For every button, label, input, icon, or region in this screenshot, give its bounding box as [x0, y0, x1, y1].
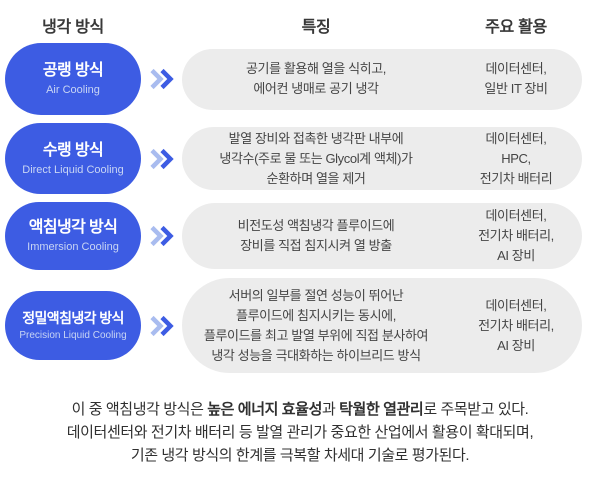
method-subtitle: Precision Liquid Cooling [19, 330, 127, 342]
method-pill-air-cooling: 공랭 방식 Air Cooling [5, 43, 141, 115]
method-pill-immersion-cooling: 액침냉각 방식 Immersion Cooling [5, 202, 141, 270]
summary-line-2: 데이터센터와 전기차 배터리 등 발열 관리가 중요한 산업에서 활용이 확대되… [66, 424, 534, 441]
method-title: 정밀액침냉각 방식 [22, 309, 124, 326]
column-header-cooling-method: 냉각 방식 [42, 19, 104, 36]
row-precision-liquid-cooling: 정밀액침냉각 방식 Precision Liquid Cooling 서버의 일… [0, 278, 600, 373]
double-chevron-right-icon [141, 225, 182, 247]
summary-bold-thermal-management: 탁월한 열관리 [339, 401, 424, 418]
row-air-cooling: 공랭 방식 Air Cooling 공기를 활용해 열을 식히고, 에어컨 냉매… [0, 43, 600, 115]
usage-text: 데이터센터, 전기차 배터리, AI 장비 [478, 208, 554, 263]
summary-line-3: 기존 냉각 방식의 한계를 극복할 차세대 기술로 평가된다. [130, 447, 470, 464]
column-header-features: 특징 [301, 19, 331, 36]
feature-box: 비전도성 액침냉각 플루이드에 장비를 직접 침지시켜 열 방출 데이터센터, … [182, 203, 582, 269]
feature-box: 발열 장비와 접촉한 냉각판 내부에 냉각수(주로 물 또는 Glycol계 액… [182, 127, 582, 190]
double-chevron-right-icon [141, 148, 182, 170]
feature-text: 발열 장비와 접촉한 냉각판 내부에 냉각수(주로 물 또는 Glycol계 액… [219, 130, 413, 186]
usage-text: 데이터센터, 일반 IT 장비 [484, 61, 548, 96]
feature-box: 서버의 일부를 절연 성능이 뛰어난 플루이드에 침지시키는 동시에, 플루이드… [182, 278, 582, 373]
feature-text: 비전도성 액침냉각 플루이드에 장비를 직접 침지시켜 열 방출 [237, 218, 395, 253]
method-title: 공랭 방식 [42, 62, 104, 80]
method-pill-direct-liquid-cooling: 수랭 방식 Direct Liquid Cooling [5, 123, 141, 194]
cooling-method-rows: 공랭 방식 Air Cooling 공기를 활용해 열을 식히고, 에어컨 냉매… [0, 43, 600, 373]
feature-box: 공기를 활용해 열을 식히고, 에어컨 냉매로 공기 냉각 데이터센터, 일반 … [182, 48, 582, 110]
feature-text: 공기를 활용해 열을 식히고, 에어컨 냉매로 공기 냉각 [245, 61, 386, 96]
row-direct-liquid-cooling: 수랭 방식 Direct Liquid Cooling 발열 장비와 접촉한 냉… [0, 123, 600, 194]
feature-text: 서버의 일부를 절연 성능이 뛰어난 플루이드에 침지시키는 동시에, 플루이드… [203, 287, 429, 363]
summary-bold-energy-efficiency: 높은 에너지 효율성 [207, 401, 322, 418]
usage-text: 데이터센터, 전기차 배터리, AI 장비 [478, 297, 554, 353]
method-title: 수랭 방식 [42, 141, 104, 159]
double-chevron-right-icon [141, 315, 182, 337]
method-subtitle: Air Cooling [46, 84, 100, 97]
method-pill-precision-liquid-cooling: 정밀액침냉각 방식 Precision Liquid Cooling [5, 291, 141, 360]
column-header-main-usage: 주요 활용 [485, 19, 547, 36]
summary-text-segment: 이 중 액침냉각 방식은 [71, 401, 208, 418]
usage-text: 데이터센터, HPC, 전기차 배터리 [479, 130, 553, 186]
double-chevron-right-icon [141, 68, 182, 90]
row-immersion-cooling: 액침냉각 방식 Immersion Cooling 비전도성 액침냉각 플루이드… [0, 202, 600, 270]
summary-paragraph: 이 중 액침냉각 방식은 높은 에너지 효율성과 탁월한 열관리로 주목받고 있… [0, 398, 600, 467]
method-subtitle: Immersion Cooling [27, 241, 119, 254]
summary-line-1: 이 중 액침냉각 방식은 높은 에너지 효율성과 탁월한 열관리로 주목받고 있… [0, 398, 600, 421]
summary-text-segment: 과 [321, 401, 340, 418]
method-subtitle: Direct Liquid Cooling [22, 163, 124, 176]
method-title: 액침냉각 방식 [28, 219, 118, 237]
summary-text-segment: 로 주목받고 있다. [423, 401, 529, 418]
